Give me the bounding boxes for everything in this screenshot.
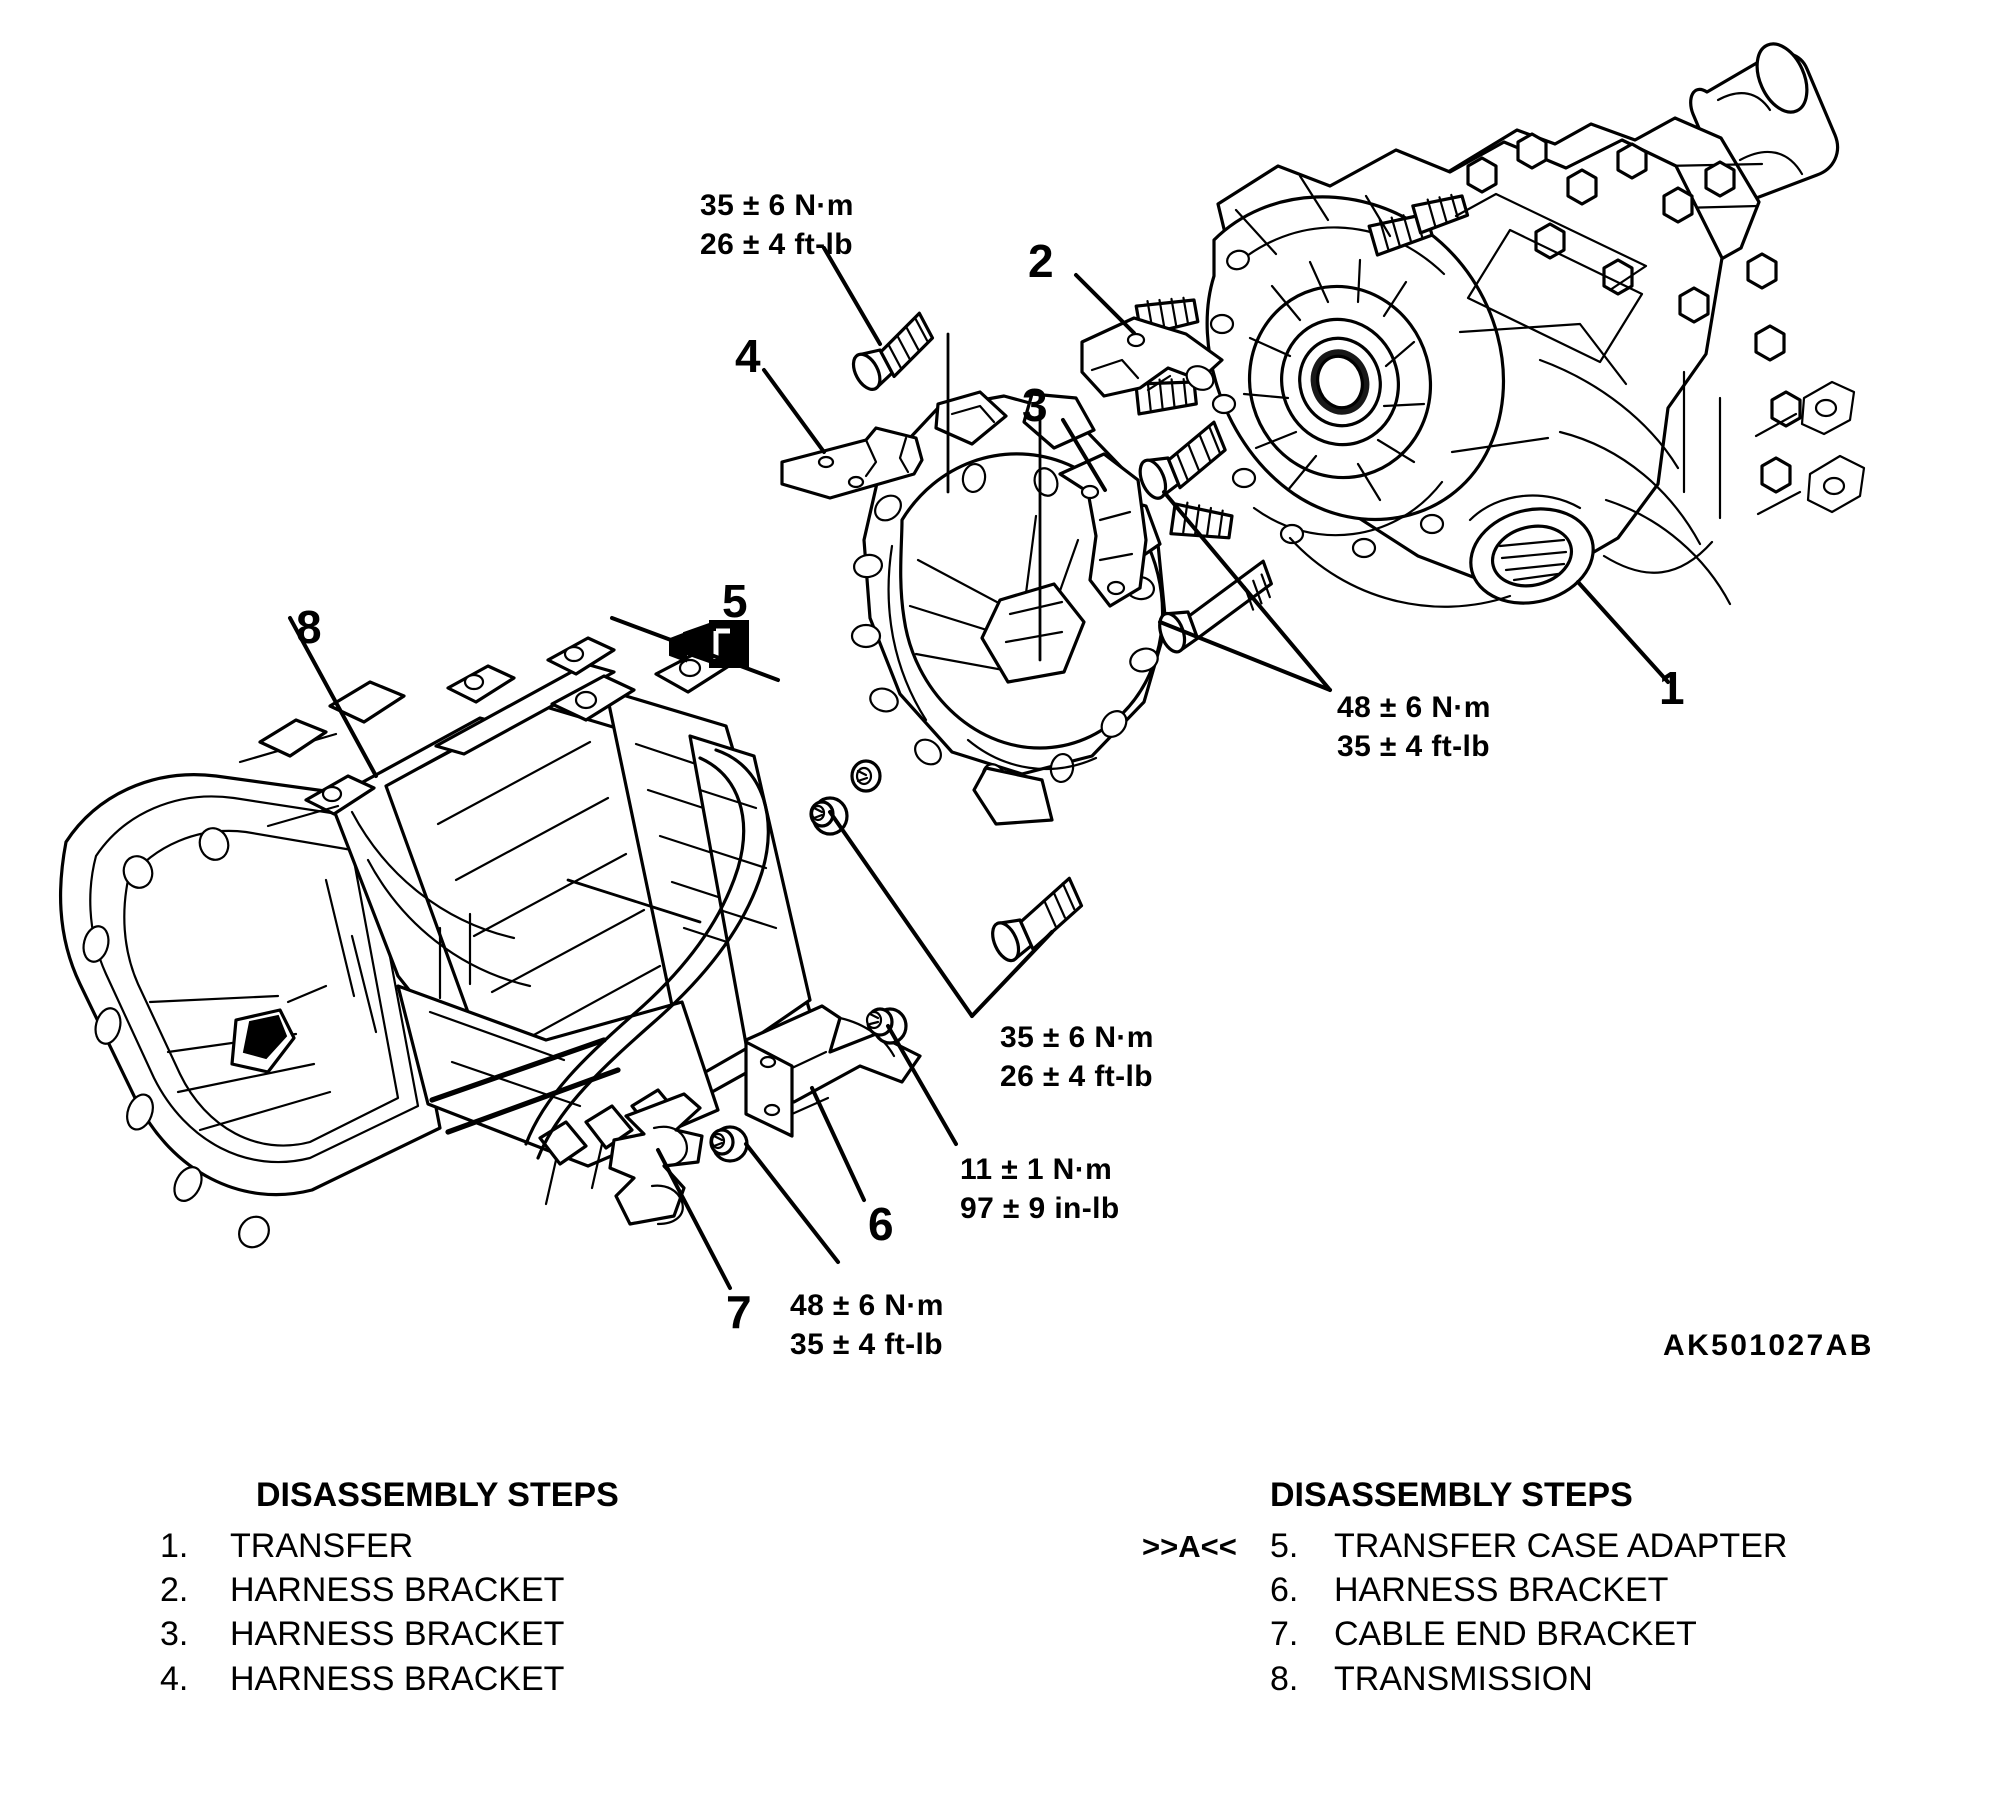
- part-label-3: 3: [1022, 379, 1048, 431]
- legend-item-mark: >>A<<: [1142, 1529, 1237, 1564]
- transmission-assembly-drawing: [58, 636, 812, 1249]
- part-label-8: 8: [296, 601, 322, 653]
- part-label-7: 7: [726, 1286, 752, 1338]
- legend-item-label: HARNESS BRACKET: [230, 1615, 565, 1654]
- legend-item-index: 1.: [160, 1527, 189, 1565]
- legend-left-title: DISASSEMBLY STEPS: [256, 1476, 619, 1514]
- torque-imperial: 26 ± 4 ft-lb: [700, 228, 853, 261]
- legend-item-index: 8.: [1270, 1659, 1299, 1698]
- torque-nm: 48 ± 6 N·m: [790, 1289, 944, 1322]
- torque-imperial: 26 ± 4 ft-lb: [1000, 1060, 1153, 1093]
- part-label-4: 4: [735, 330, 761, 382]
- legend-item-label: HARNESS BRACKET: [1334, 1571, 1669, 1610]
- torque-callout-5: 48 ± 6 N·m 35 ± 4 ft-lb: [790, 1286, 944, 1364]
- torque-nm: 35 ± 6 N·m: [700, 189, 854, 222]
- legend-item-label: TRANSFER: [230, 1527, 414, 1565]
- leader-lines: [288, 246, 1670, 1290]
- torque-imperial: 35 ± 4 ft-lb: [1337, 730, 1490, 763]
- legend-right-list: >>A<< 5. TRANSFER CASE ADAPTER 6. HARNES…: [1142, 1524, 1787, 1701]
- harness-bracket-2-drawing: [1080, 316, 1224, 398]
- torque-imperial: 97 ± 9 in-lb: [960, 1192, 1120, 1225]
- fastener-set: [709, 311, 1273, 1163]
- harness-bracket-6-drawing: [744, 1004, 922, 1138]
- transfer-top-bolts: [1466, 132, 1802, 494]
- legend-item-label: HARNESS BRACKET: [230, 1571, 565, 1610]
- legend-item[interactable]: 3. HARNESS BRACKET: [160, 1612, 619, 1656]
- legend-item-label: HARNESS BRACKET: [230, 1659, 565, 1698]
- torque-callout-3: 35 ± 6 N·m 26 ± 4 ft-lb: [1000, 1018, 1154, 1096]
- torque-callout-1: 35 ± 6 N·m 26 ± 4 ft-lb: [700, 186, 854, 264]
- part-label-2: 2: [1028, 235, 1054, 287]
- legend-item[interactable]: 4. HARNESS BRACKET: [160, 1657, 619, 1701]
- legend-right-title: DISASSEMBLY STEPS: [1270, 1476, 1633, 1514]
- legend-item[interactable]: 2. HARNESS BRACKET: [160, 1568, 619, 1612]
- torque-nm: 35 ± 6 N·m: [1000, 1021, 1154, 1054]
- torque-nm: 48 ± 6 N·m: [1337, 691, 1491, 724]
- legend-item-label: TRANSMISSION: [1334, 1659, 1593, 1698]
- legend-item[interactable]: 8. TRANSMISSION: [1142, 1657, 1787, 1701]
- legend-item-label: CABLE END BRACKET: [1334, 1615, 1697, 1654]
- legend-item-label: TRANSFER CASE ADAPTER: [1334, 1527, 1788, 1565]
- legend-item[interactable]: 7. CABLE END BRACKET: [1142, 1612, 1787, 1656]
- figure-code: AK501027AB: [1663, 1329, 1874, 1362]
- part-label-5: 5: [722, 575, 748, 627]
- torque-imperial: 35 ± 4 ft-lb: [790, 1328, 943, 1361]
- legend-left-list: 1. TRANSFER 2. HARNESS BRACKET 3. HARNES…: [160, 1524, 619, 1701]
- legend-item-index: 5.: [1270, 1527, 1299, 1565]
- legend-item[interactable]: 1. TRANSFER: [160, 1524, 619, 1568]
- part-label-6: 6: [868, 1198, 894, 1250]
- torque-nm: 11 ± 1 N·m: [960, 1153, 1113, 1186]
- transfer-case-studs: [1134, 193, 1470, 540]
- torque-callout-4: 11 ± 1 N·m 97 ± 9 in-lb: [960, 1150, 1120, 1228]
- legend-item[interactable]: 6. HARNESS BRACKET: [1142, 1568, 1787, 1612]
- legend-left-column: DISASSEMBLY STEPS 1. TRANSFER 2. HARNESS…: [160, 1476, 619, 1701]
- legend-item-index: 6.: [1270, 1571, 1299, 1610]
- harness-bracket-4-drawing: [780, 426, 924, 500]
- legend-item-index: 7.: [1270, 1615, 1299, 1654]
- torque-callout-2: 48 ± 6 N·m 35 ± 4 ft-lb: [1337, 688, 1491, 766]
- harness-bracket-3-drawing: [1058, 452, 1148, 608]
- legend-item-index: 3.: [160, 1615, 189, 1654]
- legend-right-column: DISASSEMBLY STEPS >>A<< 5. TRANSFER CASE…: [1142, 1476, 1787, 1701]
- legend-item-index: 2.: [160, 1571, 189, 1610]
- part-label-1: 1: [1659, 662, 1685, 714]
- legend-item[interactable]: >>A<< 5. TRANSFER CASE ADAPTER: [1142, 1524, 1787, 1568]
- legend-item-index: 4.: [160, 1659, 189, 1698]
- transfer-assembly-drawing: [1134, 42, 1866, 608]
